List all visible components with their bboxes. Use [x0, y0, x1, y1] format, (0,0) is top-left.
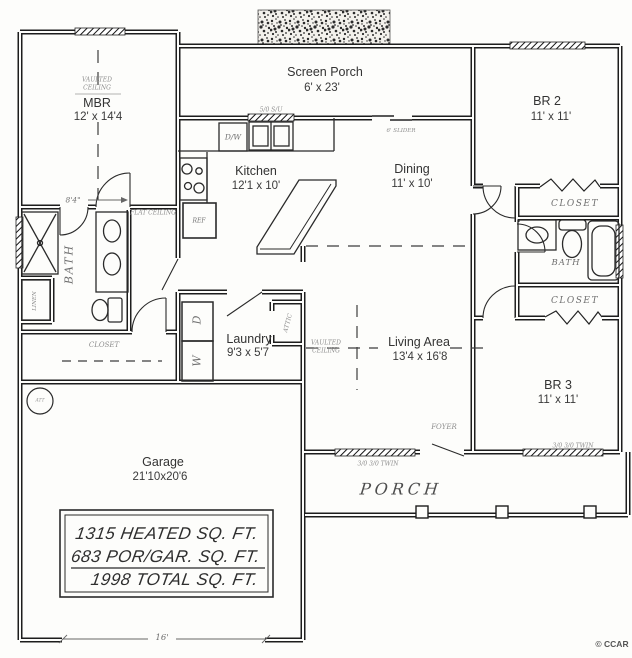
door-arcs	[59, 172, 546, 457]
window-label-porch: 3/0 3/0 TWIN	[357, 460, 399, 468]
vaulted-ceiling-label-mbr-1: VAULTED	[81, 76, 113, 84]
washer-label: W	[190, 355, 204, 367]
hall-dimension-label: 8'4"	[65, 195, 81, 205]
room-dims-garage: 21'10x20'6	[132, 471, 188, 483]
refrigerator-label: REF	[192, 217, 206, 225]
room-dims-br3: 11' x 11'	[537, 394, 579, 406]
dishwasher-fixture	[218, 122, 248, 152]
room-label-br2: BR 2	[533, 94, 561, 108]
breakfast-bar	[256, 179, 337, 255]
porch-label: PORCH	[358, 479, 444, 499]
att-circle	[26, 387, 54, 415]
dryer-box	[181, 340, 214, 382]
copyright-label: © CCAR	[595, 639, 629, 649]
porch-columns	[415, 505, 597, 519]
slider-door-label: 6' SLIDER	[386, 128, 416, 134]
dryer-label: D	[190, 315, 204, 325]
closet-label-br3: CLOSET	[551, 296, 599, 306]
room-label-dining: Dining	[394, 162, 430, 176]
garage-door-dimension-label: 16'	[155, 633, 169, 643]
area-box	[59, 509, 274, 598]
room-label-laundry: Laundry	[226, 332, 272, 346]
room-label-kitchen: Kitchen	[235, 164, 277, 178]
window-label-kitchen: 5/0 S/U	[259, 106, 283, 114]
room-dims-kitchen: 12'1 x 10'	[231, 180, 281, 192]
room-label-garage: Garage	[142, 455, 184, 469]
vanity-sink-fixture	[95, 211, 129, 293]
closet-label-br2: CLOSET	[551, 199, 599, 209]
flat-ceiling-label: FLAT CEILING	[130, 209, 176, 217]
fixtures	[21, 118, 620, 415]
room-dims-dining: 11' x 10'	[391, 178, 433, 190]
vaulted-ceiling-label-living-2: CEILING	[312, 347, 340, 355]
room-dims-screen-porch: 6' x 23'	[304, 82, 340, 94]
room-dims-living: 13'4 x 16'8	[392, 351, 448, 363]
bath-label-hall: BATH	[551, 258, 581, 268]
vaulted-ceiling-label-mbr-2: CEILING	[83, 84, 111, 92]
closet-label-hall: CLOSET	[88, 341, 120, 349]
toilet-fixture	[91, 297, 123, 323]
closet-zigzags	[539, 178, 603, 325]
shower-fixture	[21, 211, 59, 275]
room-dims-laundry: 9'3 x 5'7	[226, 347, 270, 359]
dimension-lines	[58, 93, 271, 644]
slider-door	[372, 115, 412, 121]
range-fixture	[179, 157, 208, 201]
room-dims-br2: 11' x 11'	[530, 111, 572, 123]
room-label-mbr: MBR	[83, 96, 111, 110]
bathtub-fixture	[587, 220, 620, 281]
room-label-living: Living Area	[388, 335, 450, 349]
area-line-total: 1998 TOTAL SQ. FT.	[89, 570, 260, 589]
dashed-lines	[62, 50, 490, 390]
room-dims-mbr: 12' x 14'4	[73, 111, 123, 123]
area-line-heated: 1315 HEATED SQ. FT.	[74, 524, 260, 543]
window-label-br3: 3/0 3/0 TWIN	[552, 442, 594, 450]
room-label-screen-porch: Screen Porch	[287, 65, 363, 79]
vaulted-ceiling-label-living-1: VAULTED	[310, 339, 342, 347]
linen-cabinet	[21, 279, 51, 321]
att-circle-label: ATT	[35, 398, 45, 404]
foyer-label: FOYER	[431, 423, 457, 431]
toilet2-fixture	[558, 219, 587, 259]
bath-label-master: BATH	[62, 243, 76, 285]
room-label-br3: BR 3	[544, 378, 572, 392]
stipple-pad	[257, 9, 391, 47]
dishwasher-label: D/W	[224, 132, 242, 142]
area-line-porgar: 683 POR/GAR. SQ. FT.	[69, 547, 262, 566]
bath2-vanity-fixture	[517, 219, 557, 251]
refrigerator-fixture	[182, 202, 217, 239]
kitchen-sink-fixture	[248, 121, 294, 151]
linen-label: LINEN	[32, 291, 38, 311]
